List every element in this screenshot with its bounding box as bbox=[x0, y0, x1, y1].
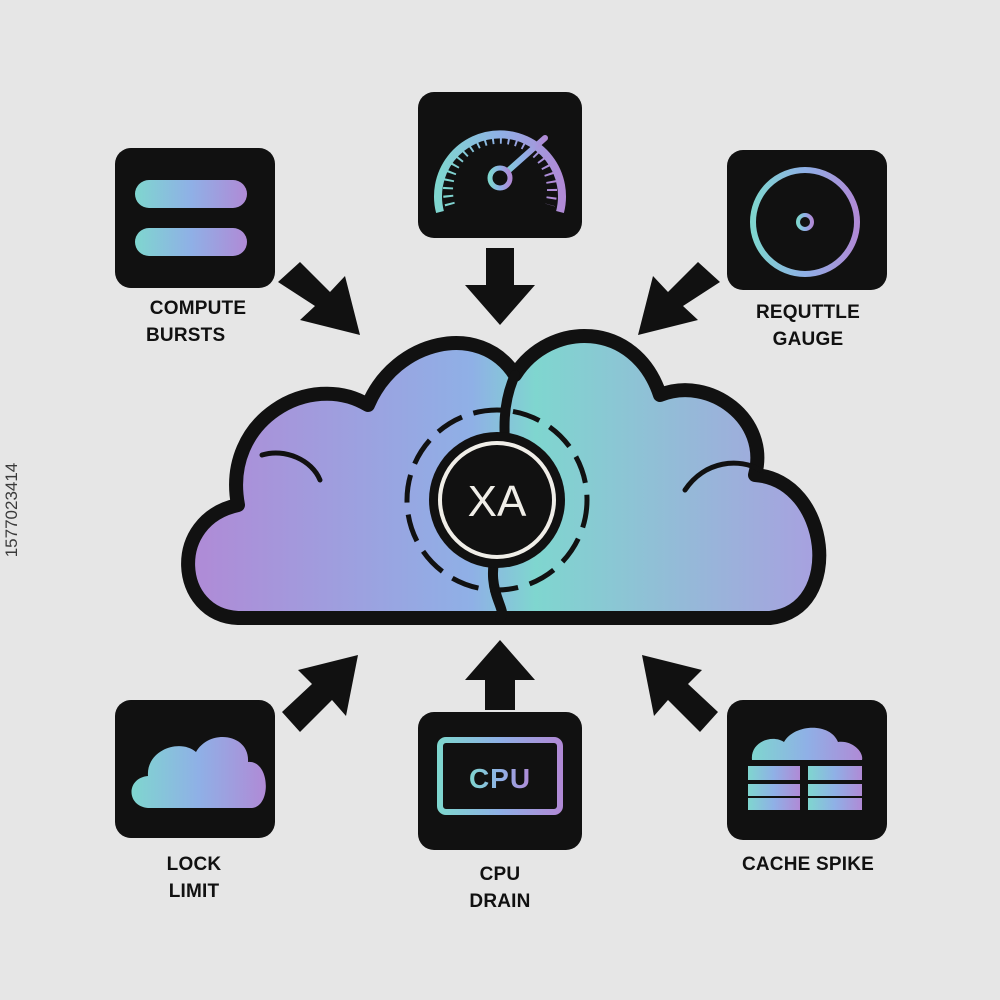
label-cpu-drain-line1: CPU bbox=[420, 862, 580, 889]
label-lock-limit-line2: LIMIT bbox=[114, 879, 274, 906]
label-cpu-drain: CPU DRAIN bbox=[420, 862, 580, 915]
arrow-compute-to-cloud bbox=[278, 262, 360, 335]
label-cache-spike-line1: CACHE SPIKE bbox=[718, 852, 898, 879]
label-compute-bursts: COMPUTE BURSTS bbox=[118, 296, 278, 349]
central-cloud: XA bbox=[188, 336, 819, 618]
cpu-chip-text: CPU bbox=[469, 763, 531, 794]
label-lock-limit: LOCK LIMIT bbox=[114, 852, 274, 905]
arrow-gauge-to-cloud bbox=[638, 262, 720, 335]
label-lock-limit-line1: LOCK bbox=[114, 852, 274, 879]
label-cpu-drain-line2: DRAIN bbox=[420, 889, 580, 916]
label-compute-bursts-line2: BURSTS bbox=[118, 323, 278, 350]
node-compute-bursts bbox=[115, 148, 275, 288]
label-requttle-gauge-line1: REQUTTLE bbox=[728, 300, 888, 327]
logo-text: XA bbox=[468, 477, 527, 526]
label-requttle-gauge-line2: GAUGE bbox=[728, 327, 888, 354]
arrow-cpu-to-cloud bbox=[465, 640, 535, 710]
arrow-speed-to-cloud bbox=[465, 248, 535, 325]
node-compute-bursts-tile bbox=[115, 148, 275, 288]
node-cpu-drain: CPU bbox=[418, 712, 582, 850]
label-requttle-gauge: REQUTTLE GAUGE bbox=[728, 300, 888, 353]
arrow-lock-to-cloud bbox=[282, 655, 358, 732]
arrow-cache-to-cloud bbox=[642, 655, 718, 732]
node-requttle-gauge bbox=[727, 150, 887, 290]
node-speedometer bbox=[418, 92, 582, 238]
side-id-text: 1577023414 bbox=[2, 350, 22, 670]
node-lock-limit bbox=[115, 700, 275, 838]
node-cache-spike bbox=[727, 700, 887, 840]
label-compute-bursts-line1: COMPUTE bbox=[118, 296, 278, 323]
label-cache-spike: CACHE SPIKE bbox=[718, 852, 898, 879]
